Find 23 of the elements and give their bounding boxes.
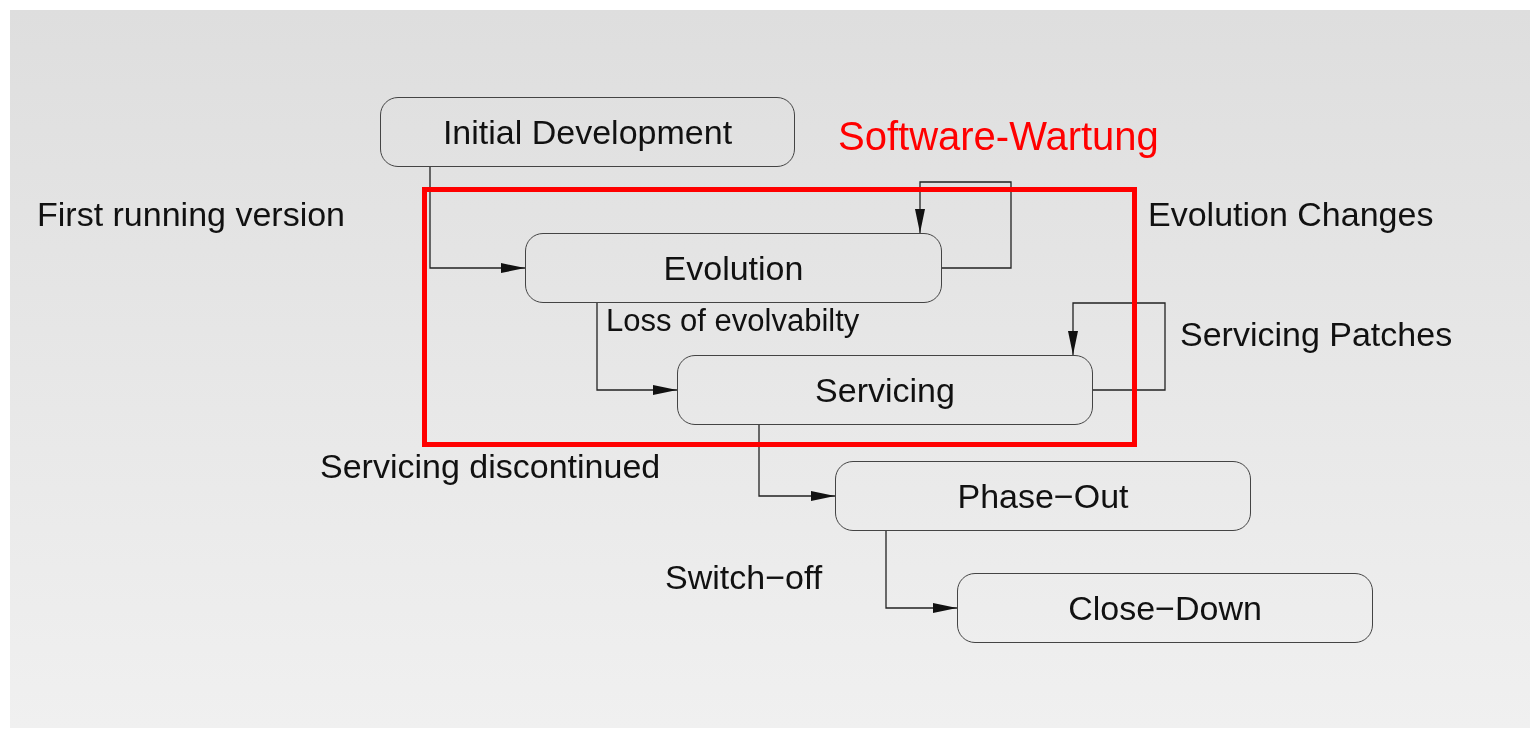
arrow (1068, 302, 1166, 391)
node-label: Phase−Out (957, 476, 1129, 516)
arrow (915, 181, 1012, 269)
arrow (429, 166, 526, 273)
arrow (885, 530, 958, 613)
edge-label: Switch−off (665, 558, 823, 597)
frame-heading: Software-Wartung (838, 114, 1159, 159)
process-box (525, 233, 942, 303)
node-label: Close−Down (1068, 588, 1262, 628)
node-label: Initial Development (442, 112, 733, 152)
edge-label: Loss of evolvabilty (606, 303, 860, 339)
edge-label: Servicing discontinued (320, 447, 661, 486)
process-box (380, 97, 795, 167)
process-box (677, 355, 1093, 425)
process-box (835, 461, 1251, 531)
edge-label: Servicing Patches (1180, 315, 1453, 354)
edge-label: Evolution Changes (1148, 195, 1434, 234)
process-box (957, 573, 1373, 643)
edge-label: First running version (37, 195, 345, 234)
arrow (596, 302, 678, 395)
arrow (758, 424, 836, 501)
node-label: Servicing (815, 370, 955, 410)
node-label: Evolution (663, 248, 804, 288)
